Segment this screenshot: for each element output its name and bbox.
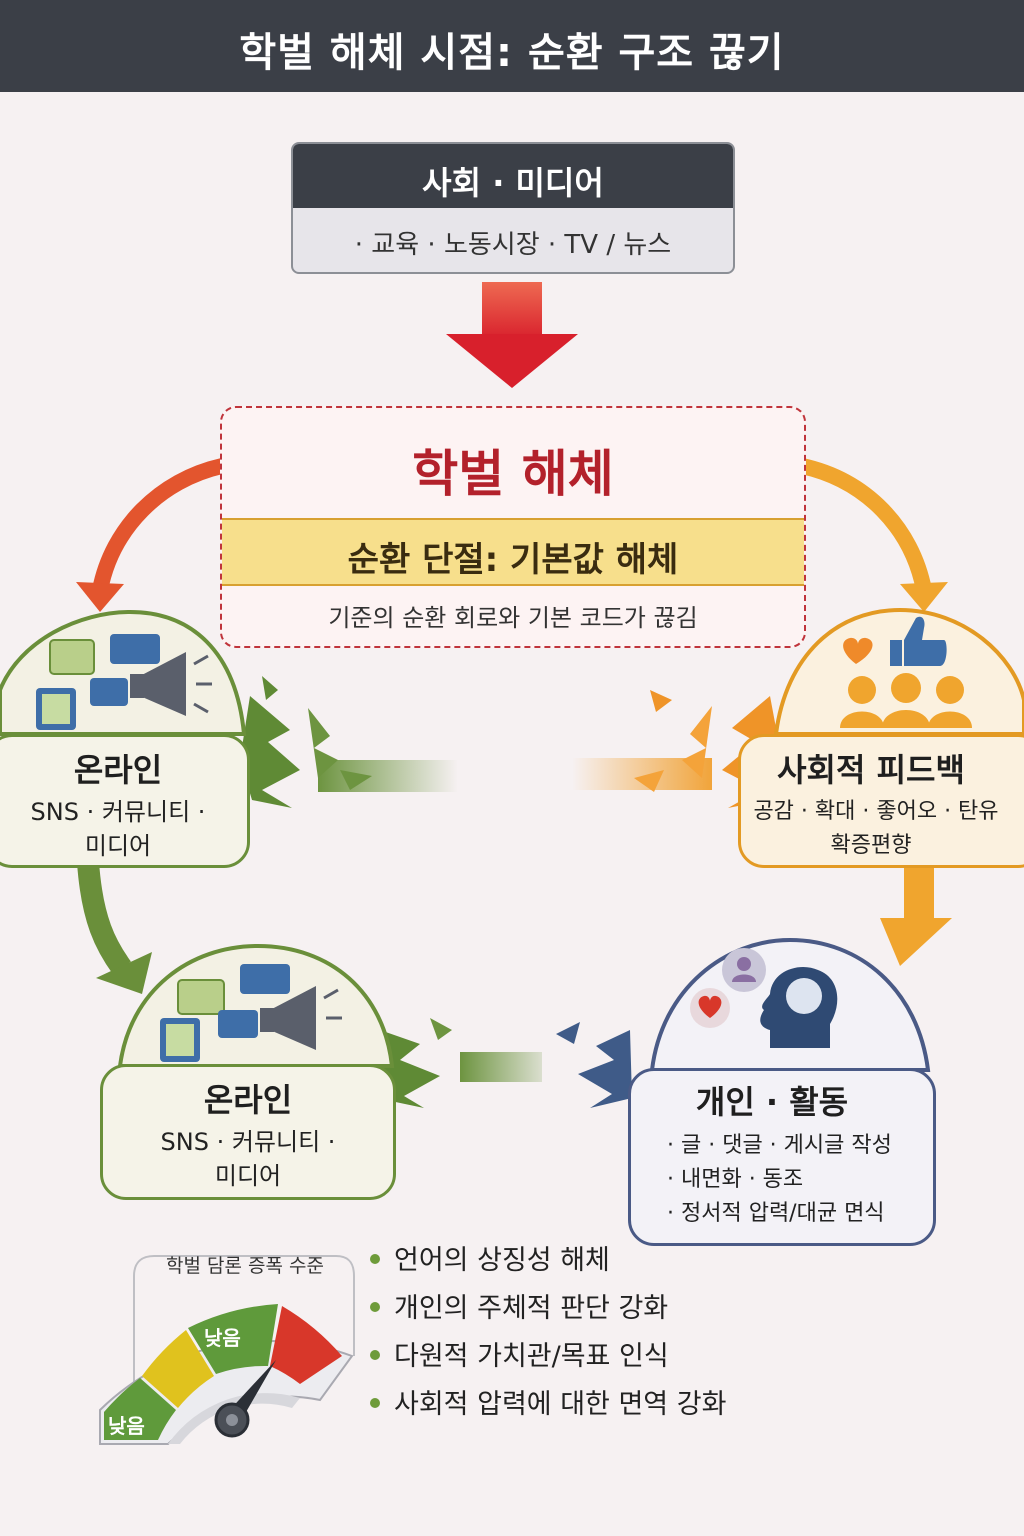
effect-item: 다원적 가치관/목표 인식 xyxy=(370,1334,669,1373)
dissolution-band-text: 순환 단절: 기본값 해체 xyxy=(347,540,679,580)
online-node-line1: SNS · 커뮤니티 · xyxy=(160,1128,336,1156)
online-node-title: 온라인 xyxy=(73,751,163,789)
media-source-title: 사회 · 미디어 xyxy=(422,164,604,202)
effect-text: 언어의 상징성 해체 xyxy=(394,1245,610,1276)
personal-node: 개인 · 활동 · 글 · 댓글 · 게시글 작성 · 내면화 · 동조 · 정… xyxy=(628,1068,936,1246)
personal-node-item: · 정서적 압력/대균 면식 xyxy=(667,1201,885,1226)
personal-dome xyxy=(649,937,931,1072)
gauge xyxy=(99,1255,355,1445)
dissolution-band: 순환 단절: 기본값 해체 xyxy=(222,518,804,586)
chat-icon xyxy=(36,634,160,730)
personal-node-title: 개인 · 활동 xyxy=(695,1083,849,1121)
dissolution-title: 학벌 해체 xyxy=(412,445,614,503)
online-dome-bottom xyxy=(117,943,395,1068)
bullet-icon xyxy=(370,1397,380,1408)
media-source-subtitle: · 교육 · 노동시장 · TV / 뉴스 xyxy=(354,230,672,260)
online-node-bottom: 온라인 SNS · 커뮤니티 · 미디어 xyxy=(100,1064,396,1200)
title-bar xyxy=(0,0,1024,92)
media-source-header xyxy=(293,144,733,208)
dissolution-description: 기준의 순환 회로와 기본 코드가 끊김 xyxy=(328,604,698,632)
arrow-to-feedback xyxy=(800,458,948,612)
heart-bubble-icon xyxy=(690,988,730,1028)
personal-node-item: · 글 · 댓글 · 게시글 작성 xyxy=(667,1133,892,1158)
thumbs-up-icon xyxy=(890,616,947,666)
bullet-icon xyxy=(370,1253,380,1264)
online-node-line1: SNS · 커뮤니티 · xyxy=(30,798,206,826)
online-node-line2: 미디어 xyxy=(214,1162,282,1190)
chat-icon xyxy=(160,964,290,1062)
effect-item: 사회적 압력에 대한 면역 강화 xyxy=(370,1382,726,1421)
megaphone-icon xyxy=(130,652,212,716)
effect-text: 사회적 압력에 대한 면역 강화 xyxy=(394,1389,727,1420)
feedback-node-line1: 공감 · 확대 · 좋어오 · 탄유 xyxy=(753,799,999,824)
gauge-mid-label: 낮음 xyxy=(204,1326,241,1350)
media-source-box: 사회 · 미디어 · 교육 · 노동시장 · TV / 뉴스 xyxy=(291,142,735,274)
head-brain-icon xyxy=(760,967,838,1048)
arrow-feedback-down xyxy=(880,864,952,966)
effect-item: 언어의 상징성 해체 xyxy=(370,1238,610,1277)
online-node-line2: 미디어 xyxy=(84,832,152,860)
arrow-online-down xyxy=(77,861,152,994)
gauge-low-label: 낮음 xyxy=(108,1414,145,1438)
bullet-icon xyxy=(370,1349,380,1360)
dissolution-box: 학벌 해체 순환 단절: 기본값 해체 기준의 순환 회로와 기본 코드가 끊김 xyxy=(220,406,806,648)
people-icon xyxy=(840,673,972,728)
online-dome-top xyxy=(0,609,247,736)
feedback-node-line2: 확증편향 xyxy=(830,833,912,858)
user-bubble-icon xyxy=(722,948,766,992)
heart-icon xyxy=(843,637,873,664)
online-node-title: 온라인 xyxy=(203,1081,293,1119)
feedback-node-title: 사회적 피드백 xyxy=(777,751,965,789)
effect-text: 다원적 가치관/목표 인식 xyxy=(394,1341,669,1372)
megaphone-icon xyxy=(260,986,342,1050)
online-node-top: 온라인 SNS · 커뮤니티 · 미디어 xyxy=(0,734,250,868)
gauge-label: 학벌 담론 증폭 수준 xyxy=(166,1255,324,1277)
effect-item: 개인의 주체적 판단 강화 xyxy=(370,1286,668,1325)
broken-link-green-top xyxy=(240,676,458,808)
effect-text: 개인의 주체적 판단 강화 xyxy=(394,1293,669,1324)
personal-node-item: · 내면화 · 동조 xyxy=(667,1167,804,1192)
gauge-needle xyxy=(214,1360,276,1438)
down-arrow xyxy=(446,282,578,388)
feedback-dome xyxy=(773,607,1024,736)
feedback-node: 사회적 피드백 공감 · 확대 · 좋어오 · 탄유 확증편향 xyxy=(738,734,1024,868)
arrow-to-online xyxy=(76,458,224,612)
broken-link-bottom xyxy=(380,1018,632,1108)
page-title: 학벌 해체 시점: 순환 구조 끊기 xyxy=(239,30,785,76)
bullet-icon xyxy=(370,1301,380,1312)
